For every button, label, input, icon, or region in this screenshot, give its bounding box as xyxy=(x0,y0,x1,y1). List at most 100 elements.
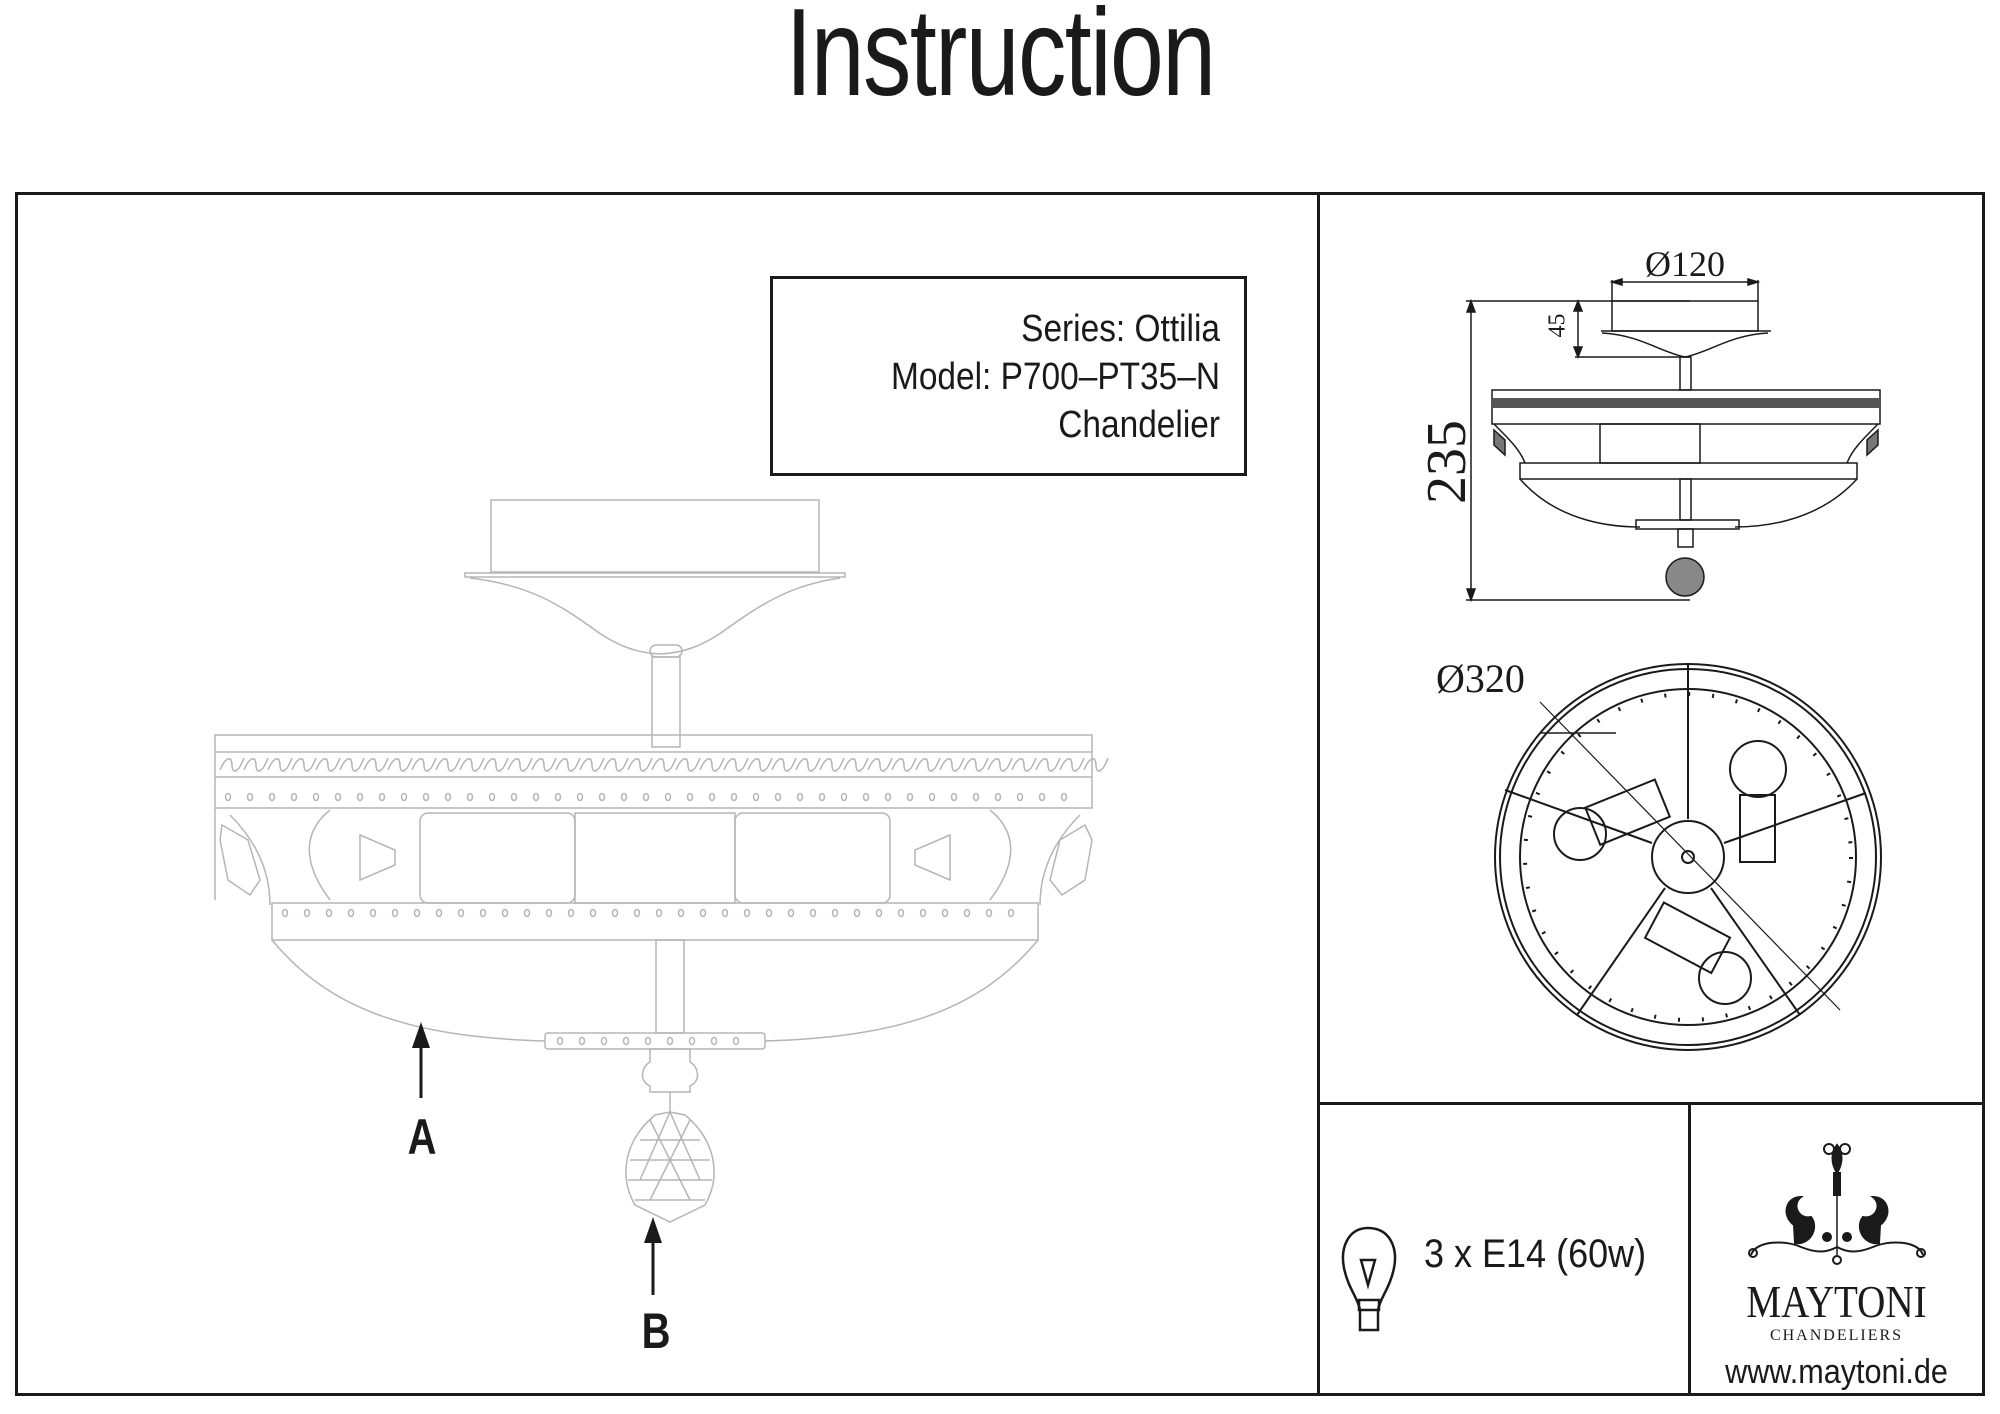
ornament-loop xyxy=(603,757,629,772)
rivet xyxy=(532,792,540,802)
ornament-loop xyxy=(987,757,1013,772)
rivet xyxy=(488,792,496,802)
rivet xyxy=(664,792,672,802)
rivet xyxy=(466,792,474,802)
ornament-loop xyxy=(675,757,701,772)
rivet xyxy=(598,792,606,802)
rivet xyxy=(796,792,804,802)
brand-website-link[interactable]: www.maytoni.de xyxy=(1725,1353,1948,1391)
rivet xyxy=(686,792,694,802)
frame-divider-bottom-right xyxy=(1688,1102,1691,1396)
rivet xyxy=(963,908,971,918)
rivet xyxy=(620,792,628,802)
rivet xyxy=(378,792,386,802)
rivet xyxy=(644,1036,652,1046)
rivet xyxy=(479,908,487,918)
rivet xyxy=(688,1036,696,1046)
ornament-loop xyxy=(1035,757,1061,772)
ornament-loop xyxy=(651,757,677,772)
rivet xyxy=(919,908,927,918)
rivet xyxy=(369,908,377,918)
ornament-loop xyxy=(291,757,317,772)
rivet xyxy=(457,908,465,918)
ornament-loop xyxy=(579,757,605,772)
rivet xyxy=(268,792,276,802)
ornament-loop xyxy=(363,757,389,772)
rivet xyxy=(699,908,707,918)
rivet xyxy=(853,908,861,918)
side-crystal-right xyxy=(1049,823,1093,897)
lamp-spec-text: 3 x E14 (60w) xyxy=(1424,1232,1647,1276)
rivet xyxy=(666,1036,674,1046)
ornament-loop xyxy=(939,757,965,772)
brand-name: MAYTONI xyxy=(1746,1276,1927,1327)
rivet xyxy=(818,792,826,802)
rivet xyxy=(246,792,254,802)
rivet xyxy=(633,908,641,918)
ornament-loop xyxy=(459,757,485,772)
bulb-left xyxy=(359,833,396,882)
rivet xyxy=(567,908,575,918)
rivet xyxy=(622,1036,630,1046)
ornament-loop xyxy=(891,757,917,772)
rivet xyxy=(928,792,936,802)
rivet xyxy=(897,908,905,918)
rivet xyxy=(730,792,738,802)
ornament-loop xyxy=(1083,757,1109,772)
chandelier-ornament-icon xyxy=(1748,1143,1926,1265)
rivet xyxy=(875,908,883,918)
glass-bowl-right xyxy=(764,939,1039,1042)
rivet xyxy=(906,792,914,802)
rivet xyxy=(435,908,443,918)
drawing-frame xyxy=(15,192,1985,1396)
glass-bowl-left xyxy=(271,939,546,1042)
canopy-cup xyxy=(469,577,841,655)
rivet xyxy=(809,908,817,918)
rivet xyxy=(862,792,870,802)
rivet xyxy=(985,908,993,918)
ornament-loop xyxy=(867,757,893,772)
ornament-loop xyxy=(963,757,989,772)
rivet xyxy=(765,908,773,918)
rivet xyxy=(356,792,364,802)
rivet xyxy=(1060,792,1068,802)
ornament-loop xyxy=(1059,757,1085,772)
frame-divider-horizontal xyxy=(1317,1102,1985,1105)
frame-divider-vertical xyxy=(1317,192,1320,1396)
rivet xyxy=(972,792,980,802)
rivet xyxy=(994,792,1002,802)
ornament-loop xyxy=(267,757,293,772)
rivet xyxy=(774,792,782,802)
callout-label-a: A xyxy=(407,1109,437,1165)
ornament-loop xyxy=(1011,757,1037,772)
rivet xyxy=(281,908,289,918)
ornament-loop xyxy=(411,757,437,772)
ornament-loop xyxy=(771,757,797,772)
side-crystal-left xyxy=(219,823,261,897)
rivet xyxy=(677,908,685,918)
rivet xyxy=(325,908,333,918)
rivet xyxy=(444,792,452,802)
product-type-label: Chandelier xyxy=(1058,404,1220,446)
ornament-loop xyxy=(315,757,341,772)
rivet xyxy=(708,792,716,802)
upper-band xyxy=(214,734,1093,809)
rivet xyxy=(600,1036,608,1046)
finial xyxy=(641,1048,699,1093)
page-title: Instruction xyxy=(785,0,1216,122)
ornament-loop xyxy=(627,757,653,772)
rivet xyxy=(523,908,531,918)
ornament-loop xyxy=(795,757,821,772)
arrow-head-a-icon xyxy=(412,1022,430,1048)
ornament-loop xyxy=(555,757,581,772)
rivet xyxy=(578,1036,586,1046)
rivet xyxy=(950,792,958,802)
ornament-loop xyxy=(435,757,461,772)
canopy-plate xyxy=(490,499,820,573)
model-label: Model: P700–PT35–N xyxy=(890,356,1220,398)
ornament-loop xyxy=(843,757,869,772)
